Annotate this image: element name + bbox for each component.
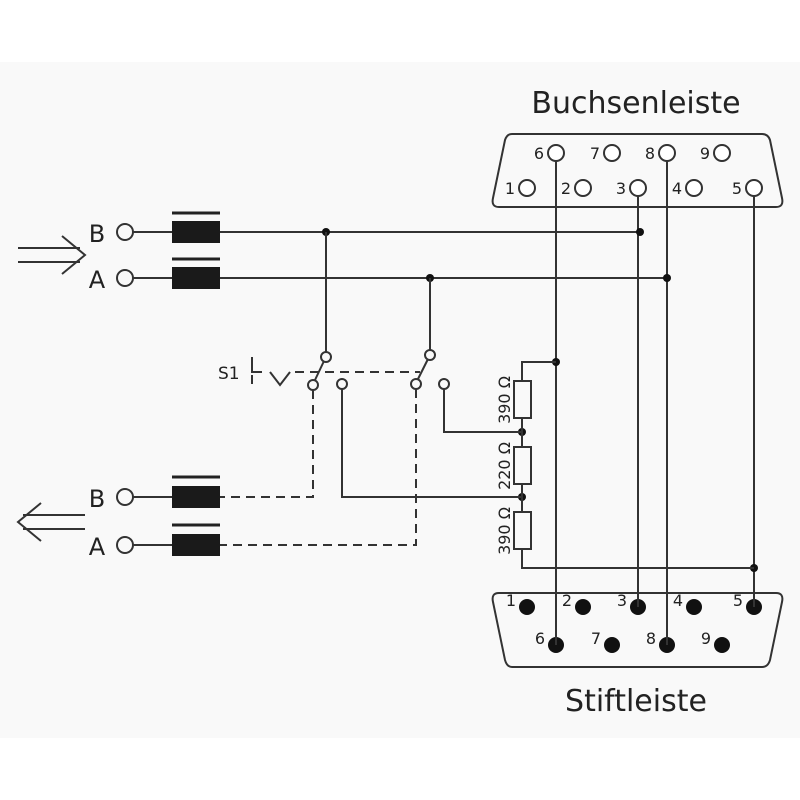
resistor-1-value: 390 Ω (495, 376, 514, 424)
male-pin-7 (604, 637, 620, 653)
male-connector-shell (491, 592, 784, 668)
ferrite-input-a (172, 257, 220, 289)
input-a-label: A (89, 266, 106, 294)
female-pin-4 (685, 179, 703, 197)
female-pin-7 (603, 144, 621, 162)
male-pin-label: 7 (591, 629, 601, 648)
female-pin-1 (518, 179, 536, 197)
ferrite-output-b (172, 475, 220, 508)
female-pin-5 (745, 179, 763, 197)
male-pin-label: 8 (646, 629, 656, 648)
resistor-network (513, 361, 754, 569)
input-arrow-icon (18, 235, 87, 275)
female-pin-3 (629, 179, 647, 197)
ferrite-input-b (172, 211, 220, 243)
female-pin-9 (713, 144, 731, 162)
female-pin-label: 8 (645, 144, 655, 163)
male-pin-label: 6 (535, 629, 545, 648)
female-pin-2 (574, 179, 592, 197)
male-pin-9 (714, 637, 730, 653)
male-pin-label: 3 (617, 591, 627, 610)
output-arrow-icon (16, 502, 85, 542)
male-pin-label: 1 (506, 591, 516, 610)
male-pin-label: 4 (673, 591, 683, 610)
female-pin-label: 3 (616, 179, 626, 198)
input-b-label: B (89, 220, 105, 248)
male-pin-2 (575, 599, 591, 615)
title-buchsenleiste: Buchsenleiste (531, 86, 740, 121)
female-pin-8 (658, 144, 676, 162)
male-pin-label: 9 (701, 629, 711, 648)
pin-wires (555, 161, 755, 645)
female-connector-shell (491, 133, 784, 208)
output-a-label: A (89, 533, 106, 561)
female-pin-label: 6 (534, 144, 544, 163)
switch-label: S1 (218, 364, 240, 384)
female-pin-label: 2 (561, 179, 571, 198)
female-pin-label: 4 (672, 179, 682, 198)
switch-wiring (220, 389, 522, 546)
output-b-label: B (89, 485, 105, 513)
female-pin-label: 1 (505, 179, 515, 198)
male-pins: 1 2 3 4 5 6 7 8 9 (506, 591, 762, 653)
female-pin-label: 7 (590, 144, 600, 163)
female-pins: 1 2 3 4 5 6 7 8 9 (505, 144, 763, 198)
female-pin-6 (547, 144, 565, 162)
male-pin-4 (686, 599, 702, 615)
resistor-2-value: 220 Ω (495, 442, 514, 490)
ferrite-output-a (172, 523, 220, 556)
female-pin-label: 5 (732, 179, 742, 198)
male-pin-label: 5 (733, 591, 743, 610)
male-pin-1 (519, 599, 535, 615)
female-pin-label: 9 (700, 144, 710, 163)
title-stiftleiste: Stiftleiste (565, 684, 707, 719)
resistor-3-value: 390 Ω (495, 507, 514, 555)
male-pin-label: 2 (562, 591, 572, 610)
diagram-background (0, 62, 800, 738)
